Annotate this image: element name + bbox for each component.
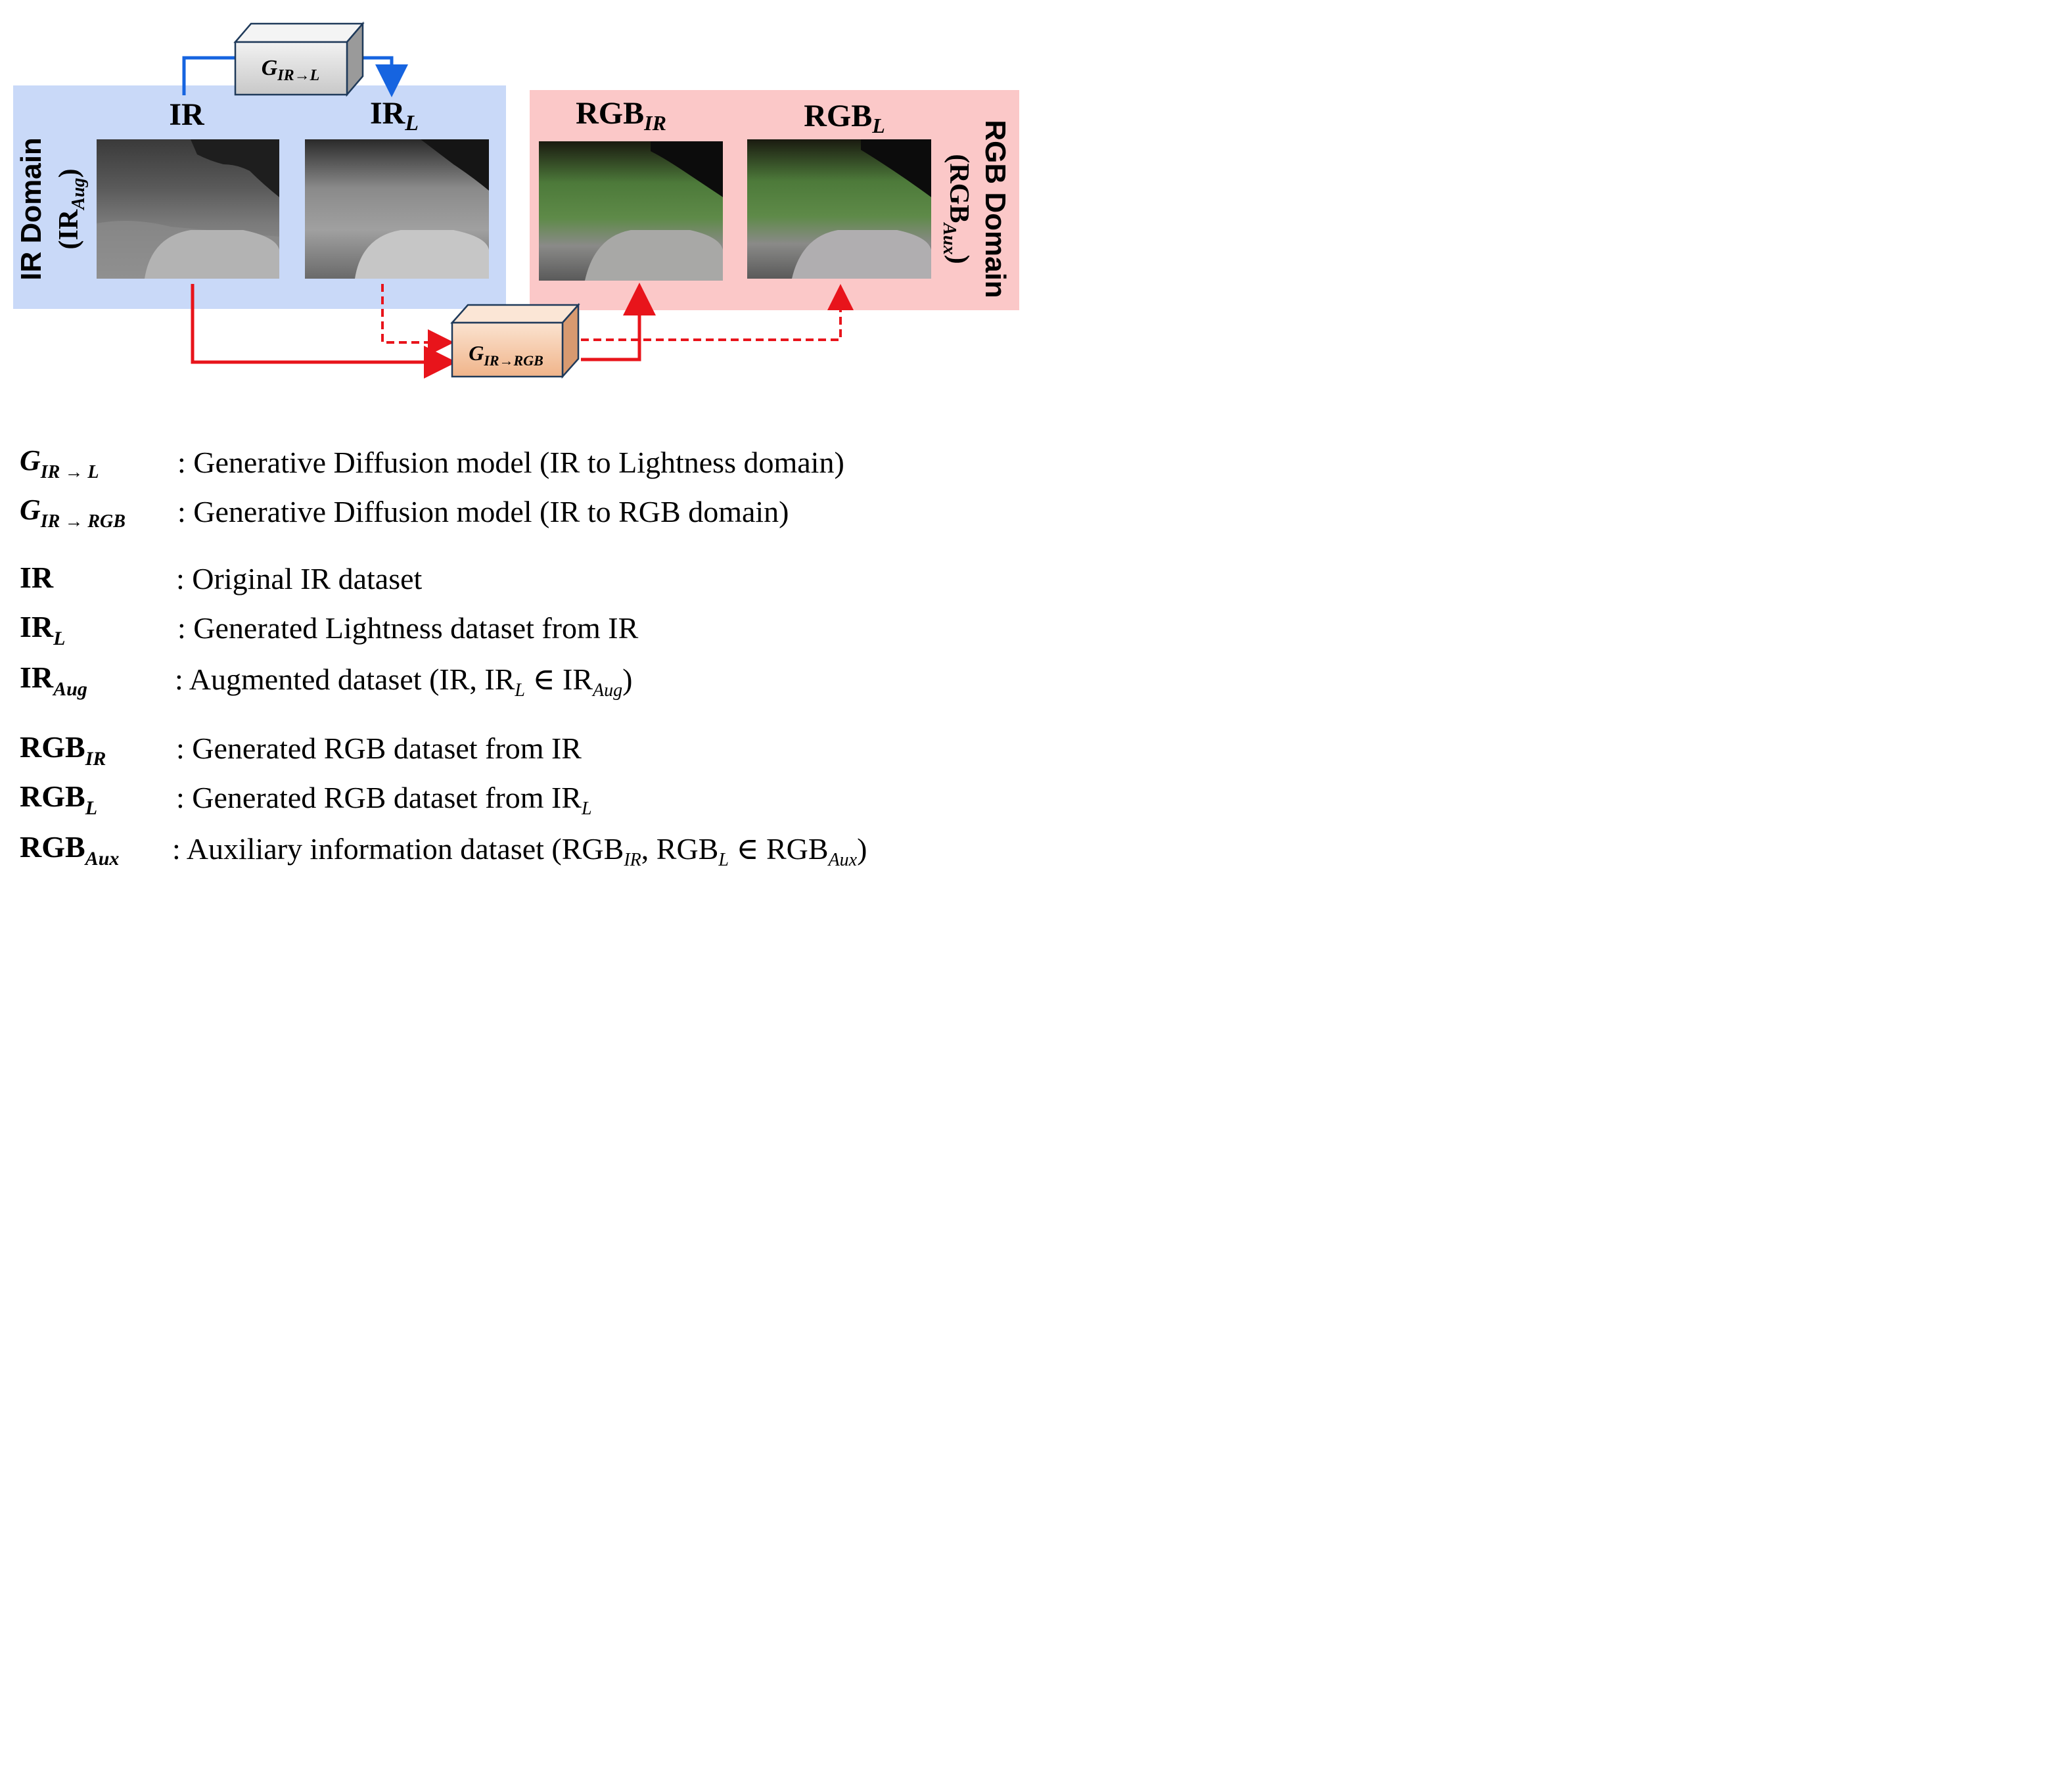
legend-row-rgbl: RGBL : Generated RGB dataset from IRL — [0, 779, 1030, 819]
legend-row-g-ir-rgb: GIR → RGB : Generative Diffusion model (… — [0, 493, 1030, 532]
legend-description: : Generated RGB dataset from IRL — [176, 781, 592, 819]
label-ir: IR — [169, 97, 205, 132]
legend-symbol: RGBIR — [20, 730, 106, 770]
legend-description: : Generated Lightness dataset from IR — [177, 611, 639, 645]
svg-text:GIR→L: GIR→L — [262, 56, 320, 84]
legend-row-g-ir-l: GIR → L : Generative Diffusion model (IR… — [0, 444, 1030, 483]
legend-symbol: IRL — [20, 610, 66, 649]
generator-ir-to-l: GIR→L — [233, 21, 365, 97]
ir-image — [97, 139, 279, 279]
legend-description: : Augmented dataset (IR, IRL ∈ IRAug) — [175, 662, 633, 701]
legend-row-iraug: IRAug : Augmented dataset (IR, IRL ∈ IRA… — [0, 660, 1030, 701]
red-dashed-arrow-gen-to-rgbl — [581, 284, 854, 341]
red-dashed-arrow-irl-to-gen — [381, 284, 454, 356]
blue-arrow-ir-to-gen — [182, 56, 238, 95]
legend-symbol: GIR → L — [20, 444, 99, 482]
svg-text:GIR→RGB: GIR→RGB — [469, 341, 543, 369]
legend-symbol: RGBL — [20, 779, 98, 819]
legend-description: : Generative Diffusion model (IR to Ligh… — [177, 446, 844, 479]
legend-row-rgbir: RGBIR : Generated RGB dataset from IR — [0, 730, 1030, 770]
legend-row-rgbaux: RGBAux : Auxiliary information dataset (… — [0, 829, 1030, 870]
legend-symbol: GIR → RGB — [20, 494, 126, 532]
legend-description: : Generated RGB dataset from IR — [176, 732, 582, 765]
generator-ir-to-rgb: GIR→RGB — [450, 302, 580, 379]
label-rgbl: RGBL — [804, 99, 885, 137]
legend-row-irl: IRL : Generated Lightness dataset from I… — [0, 609, 1030, 649]
legend-symbol: IRAug — [20, 661, 87, 700]
blue-arrow-gen-to-irl — [358, 56, 408, 97]
rgb-domain-title: RGB Domain — [979, 120, 1011, 298]
rgbir-image — [539, 141, 723, 281]
ir-domain-title: IR Domain — [15, 137, 47, 281]
legend-symbol: IR — [20, 561, 54, 594]
legend-description: : Generative Diffusion model (IR to RGB … — [177, 495, 789, 528]
legend-description: : Auxiliary information dataset (RGBIR, … — [172, 832, 867, 870]
label-irl: IRL — [370, 96, 419, 135]
ir-domain-subtitle: (IRAug) — [54, 169, 89, 250]
legend-description: : Original IR dataset — [176, 562, 423, 595]
label-rgbir: RGBIR — [576, 96, 666, 135]
rgb-domain-subtitle: (RGBAux) — [939, 154, 974, 264]
legend-row-ir: IR : Original IR dataset — [0, 560, 1030, 599]
pipeline-diagram: IR Domain (IRAug) RGB Domain (RGBAux) IR… — [13, 21, 1019, 379]
rgbl-image — [747, 139, 931, 279]
red-arrow-ir-to-gen — [191, 284, 457, 379]
red-arrow-gen-to-rgbir — [581, 283, 656, 361]
legend-symbol: RGBAux — [20, 830, 120, 870]
irl-image — [305, 139, 489, 279]
